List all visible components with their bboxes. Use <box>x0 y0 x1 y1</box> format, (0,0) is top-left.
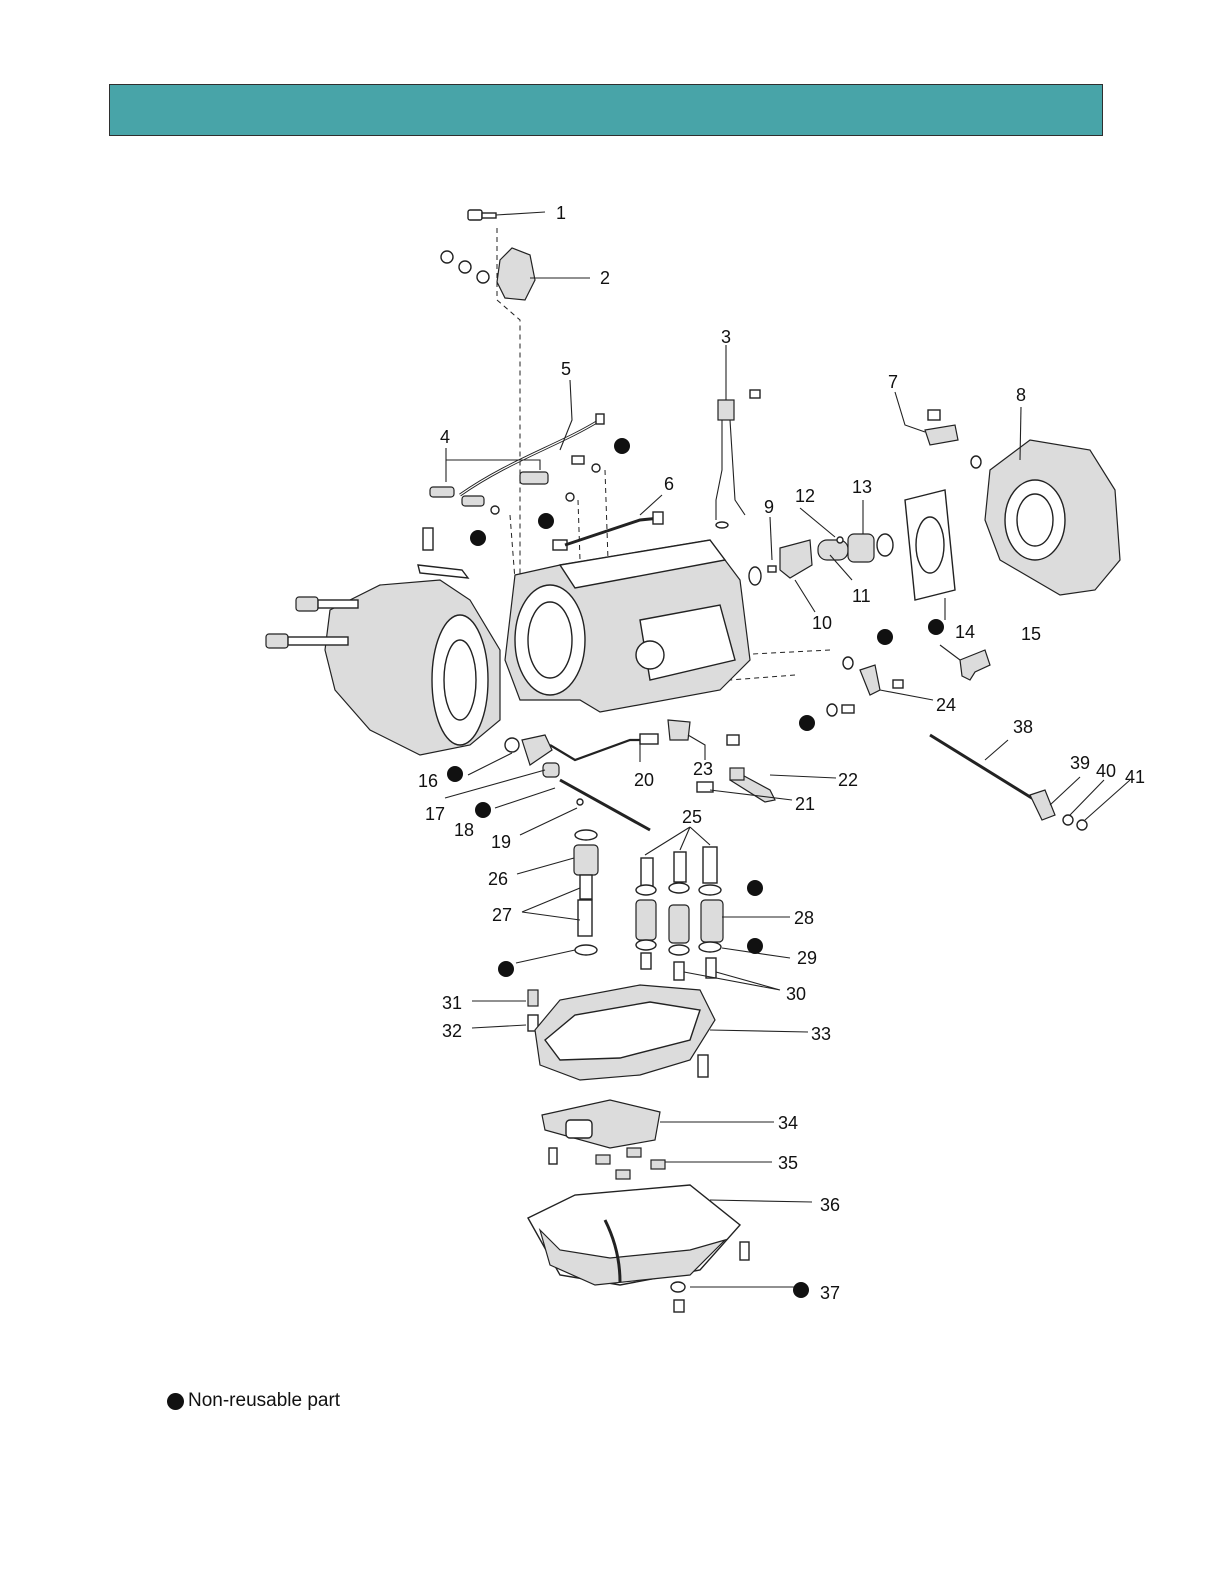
callout-33: 33 <box>811 1024 831 1044</box>
legend: Non-reusable part <box>167 1388 340 1414</box>
callout-19: 19 <box>491 832 511 852</box>
converter-housing <box>266 565 500 755</box>
callout-39: 39 <box>1070 753 1090 773</box>
callout-36: 36 <box>820 1195 840 1215</box>
callout-38: 38 <box>1013 717 1033 737</box>
part-33-valve-body <box>528 985 715 1080</box>
callout-16: 16 <box>418 771 438 791</box>
callout-35: 35 <box>778 1153 798 1173</box>
callout-40: 40 <box>1096 761 1116 781</box>
callout-2: 2 <box>600 268 610 288</box>
part-14-gasket <box>905 490 955 600</box>
part-1-bolt <box>468 210 496 220</box>
callout-26: 26 <box>488 869 508 889</box>
callout-41: 41 <box>1125 767 1145 787</box>
part-15-pipe-fitting <box>960 650 990 680</box>
callout-4: 4 <box>440 427 450 447</box>
callout-10: 10 <box>812 613 832 633</box>
callout-11: 11 <box>852 586 871 606</box>
callout-31: 31 <box>442 993 462 1013</box>
part-8-extension-housing <box>971 440 1120 595</box>
callout-25: 25 <box>682 807 702 827</box>
callout-17: 17 <box>425 804 445 824</box>
callout-3: 3 <box>721 327 731 347</box>
part-3-wire-harness <box>716 345 760 528</box>
part-37-drain-plug <box>671 1282 685 1312</box>
callout-6: 6 <box>664 474 674 494</box>
callout-34: 34 <box>778 1113 798 1133</box>
callout-27: 27 <box>492 905 512 925</box>
legend-text: Non-reusable part <box>188 1390 340 1412</box>
part-35-magnets <box>596 1148 665 1179</box>
part-2-position-sensor <box>441 248 535 300</box>
non-reusable-marker-icon <box>167 1393 184 1410</box>
callout-24: 24 <box>936 695 956 715</box>
part-6-pipe <box>565 512 663 545</box>
callout-29: 29 <box>797 948 817 968</box>
callout-37: 37 <box>820 1283 840 1303</box>
callout-7: 7 <box>888 372 898 392</box>
callout-5: 5 <box>561 359 571 379</box>
callout-13: 13 <box>852 477 872 497</box>
transmission-case <box>505 540 750 712</box>
callout-28: 28 <box>794 908 814 928</box>
callout-15: 15 <box>1021 624 1041 644</box>
callout-23: 23 <box>693 759 713 779</box>
callout-9: 9 <box>764 497 774 517</box>
callout-30: 30 <box>786 984 806 1004</box>
part-38-shaft <box>930 735 1087 830</box>
callout-20: 20 <box>634 770 654 790</box>
callout-21: 21 <box>795 794 815 814</box>
callout-22: 22 <box>838 770 858 790</box>
callout-32: 32 <box>442 1021 462 1041</box>
callout-18: 18 <box>454 820 474 840</box>
callout-1: 1 <box>556 203 566 223</box>
callout-14: 14 <box>955 622 975 642</box>
callout-12: 12 <box>795 486 815 506</box>
spring-27 <box>578 875 592 936</box>
callout-8: 8 <box>1016 385 1026 405</box>
part-24-lever <box>827 657 903 716</box>
part-7-sensor <box>925 410 958 445</box>
